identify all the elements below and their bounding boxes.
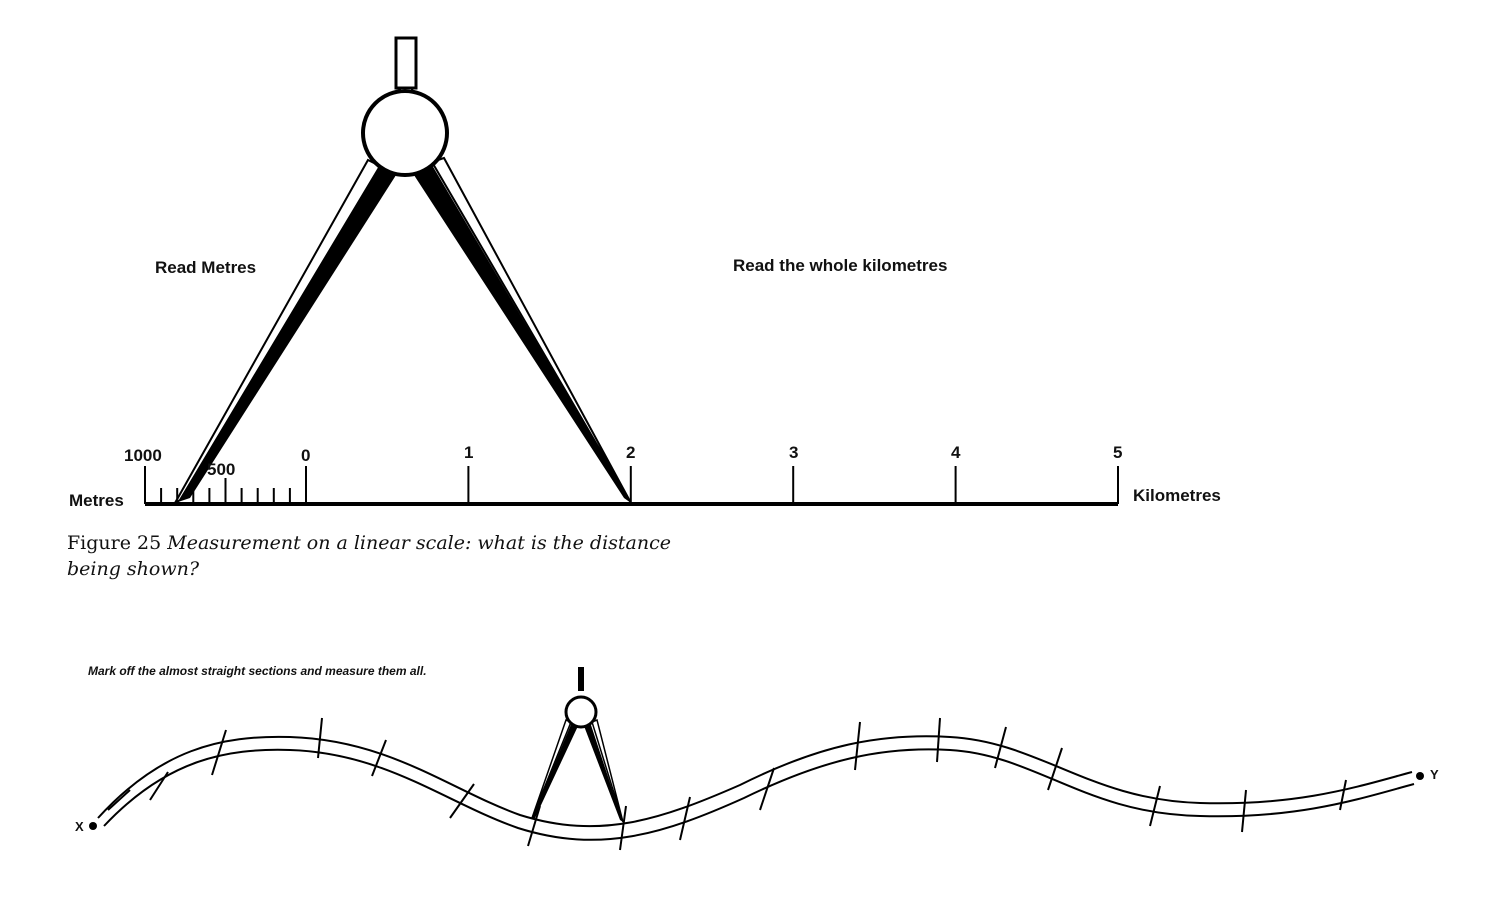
road-section-mark bbox=[527, 805, 541, 847]
read-metres-label: Read Metres bbox=[155, 258, 257, 277]
road-section-mark bbox=[936, 717, 941, 763]
figure-25-caption: Figure 25 Measurement on a linear scale:… bbox=[67, 530, 707, 582]
tick-label-5: 5 bbox=[1113, 443, 1123, 462]
km-major-ticks bbox=[467, 466, 1119, 504]
point-y-marker bbox=[1416, 772, 1424, 780]
tick-label-3: 3 bbox=[789, 443, 799, 462]
road-section-mark bbox=[1149, 785, 1161, 827]
road-section-mark bbox=[317, 717, 323, 759]
tick-label-4: 4 bbox=[951, 443, 961, 462]
tick-label-1000: 1000 bbox=[124, 446, 162, 465]
metre-minor-ticks bbox=[144, 466, 307, 504]
road-section-marks bbox=[107, 717, 1347, 851]
linear-scale bbox=[144, 466, 1119, 506]
point-x-marker bbox=[89, 822, 97, 830]
kilometres-axis-label: Kilometres bbox=[1133, 486, 1221, 505]
metres-axis-label: Metres bbox=[69, 491, 124, 510]
road-section-mark bbox=[449, 783, 475, 819]
read-kilometres-label: Read the whole kilometres bbox=[733, 256, 948, 275]
caption-number: Figure 25 bbox=[67, 532, 162, 554]
road-section-mark bbox=[1339, 779, 1347, 811]
road-section-mark bbox=[1047, 747, 1063, 791]
caption-text: Measurement on a linear scale: what is t… bbox=[67, 532, 672, 580]
road-section-mark bbox=[619, 805, 627, 851]
road-section-mark bbox=[149, 771, 169, 801]
road-section-mark bbox=[679, 796, 691, 841]
point-y-label: Y bbox=[1430, 767, 1439, 782]
small-dividers-compass bbox=[531, 667, 624, 823]
tick-label-0: 0 bbox=[301, 446, 311, 465]
road-section-mark bbox=[371, 739, 387, 777]
road-section-mark bbox=[211, 729, 227, 776]
tick-label-1: 1 bbox=[464, 443, 474, 462]
road-instruction: Mark off the almost straight sections an… bbox=[88, 664, 427, 678]
road-section-mark bbox=[107, 789, 131, 811]
road-section-mark bbox=[994, 726, 1007, 769]
road-section-mark bbox=[1241, 789, 1247, 833]
tick-label-500: 500 bbox=[207, 460, 236, 479]
winding-road bbox=[97, 717, 1415, 851]
tick-label-2: 2 bbox=[626, 443, 636, 462]
road-section-mark bbox=[854, 721, 861, 771]
dividers-compass bbox=[172, 36, 632, 506]
road-section-mark bbox=[759, 767, 775, 811]
point-x-label: X bbox=[75, 819, 84, 834]
